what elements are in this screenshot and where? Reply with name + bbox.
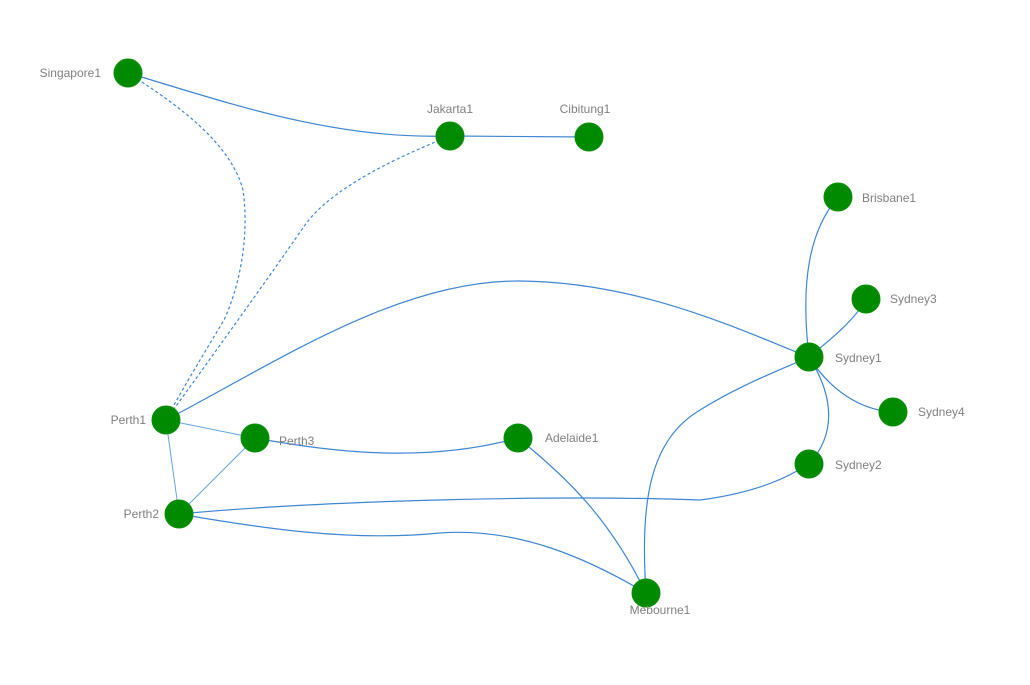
- router-node-icon[interactable]: [574, 122, 604, 152]
- router-node-icon[interactable]: [794, 342, 824, 372]
- node-label: Brisbane1: [862, 191, 916, 205]
- link-perth1-perth2[interactable]: [165, 419, 180, 515]
- router-node-icon[interactable]: [823, 182, 853, 212]
- node-label: Sydney4: [918, 405, 965, 419]
- link-sydney1-sydney2[interactable]: [808, 356, 830, 465]
- router-node-icon[interactable]: [851, 284, 881, 314]
- node-label: Perth1: [111, 413, 147, 427]
- node-label: Mebourne1: [630, 603, 691, 617]
- link-singapore1-jakarta1[interactable]: [127, 72, 451, 137]
- link-melbourne1-sydney1[interactable]: [643, 356, 810, 594]
- link-perth2-melbourne1[interactable]: [178, 513, 647, 594]
- node-perth3[interactable]: Perth3: [240, 423, 315, 453]
- router-node-icon[interactable]: [151, 405, 181, 435]
- node-label: Sydney1: [835, 351, 882, 365]
- router-node-icon[interactable]: [240, 423, 270, 453]
- link-perth2-sydney2[interactable]: [178, 463, 810, 515]
- router-node-icon[interactable]: [164, 499, 194, 529]
- router-node-icon[interactable]: [503, 423, 533, 453]
- router-node-icon[interactable]: [878, 397, 908, 427]
- link-brisbane1-sydney1[interactable]: [805, 196, 839, 358]
- link-adelaide1-melbourne1[interactable]: [517, 437, 647, 594]
- node-sydney4[interactable]: Sydney4: [878, 397, 965, 427]
- node-label: Perth2: [124, 507, 160, 521]
- link-perth3-perth2[interactable]: [178, 437, 256, 515]
- link-jakarta1-cibitung1[interactable]: [449, 135, 590, 138]
- node-label: Singapore1: [40, 66, 102, 80]
- node-adelaide1[interactable]: Adelaide1: [503, 423, 599, 453]
- node-sydney1[interactable]: Sydney1: [794, 342, 882, 372]
- node-label: Jakarta1: [427, 102, 473, 116]
- node-cibitung1[interactable]: Cibitung1: [560, 102, 611, 152]
- node-label: Cibitung1: [560, 102, 611, 116]
- link-jakarta1-perth1[interactable]: [165, 135, 451, 421]
- router-node-icon[interactable]: [435, 121, 465, 151]
- router-node-icon[interactable]: [794, 449, 824, 479]
- link-perth1-perth3[interactable]: [165, 419, 256, 439]
- node-perth2[interactable]: Perth2: [124, 499, 194, 529]
- node-brisbane1[interactable]: Brisbane1: [823, 182, 916, 212]
- node-label: Sydney3: [890, 292, 937, 306]
- node-label: Sydney2: [835, 458, 882, 472]
- node-sydney3[interactable]: Sydney3: [851, 284, 937, 314]
- link-singapore1-perth1[interactable]: [127, 72, 246, 421]
- link-perth3-adelaide1[interactable]: [254, 437, 519, 454]
- nodes-layer: Singapore1 Jakarta1 Cibitung1 Brisbane1 …: [40, 58, 965, 617]
- router-node-icon[interactable]: [113, 58, 143, 88]
- link-sydney1-sydney4[interactable]: [808, 356, 894, 413]
- link-perth1-sydney1[interactable]: [165, 280, 810, 421]
- node-singapore1[interactable]: Singapore1: [40, 58, 143, 88]
- node-label: Perth3: [279, 434, 315, 448]
- links-layer: [127, 72, 894, 594]
- node-label: Adelaide1: [545, 431, 599, 445]
- router-node-icon[interactable]: [631, 578, 661, 608]
- node-melbourne1[interactable]: Mebourne1: [630, 578, 691, 617]
- node-jakarta1[interactable]: Jakarta1: [427, 102, 473, 151]
- node-sydney2[interactable]: Sydney2: [794, 449, 882, 479]
- node-perth1[interactable]: Perth1: [111, 405, 181, 435]
